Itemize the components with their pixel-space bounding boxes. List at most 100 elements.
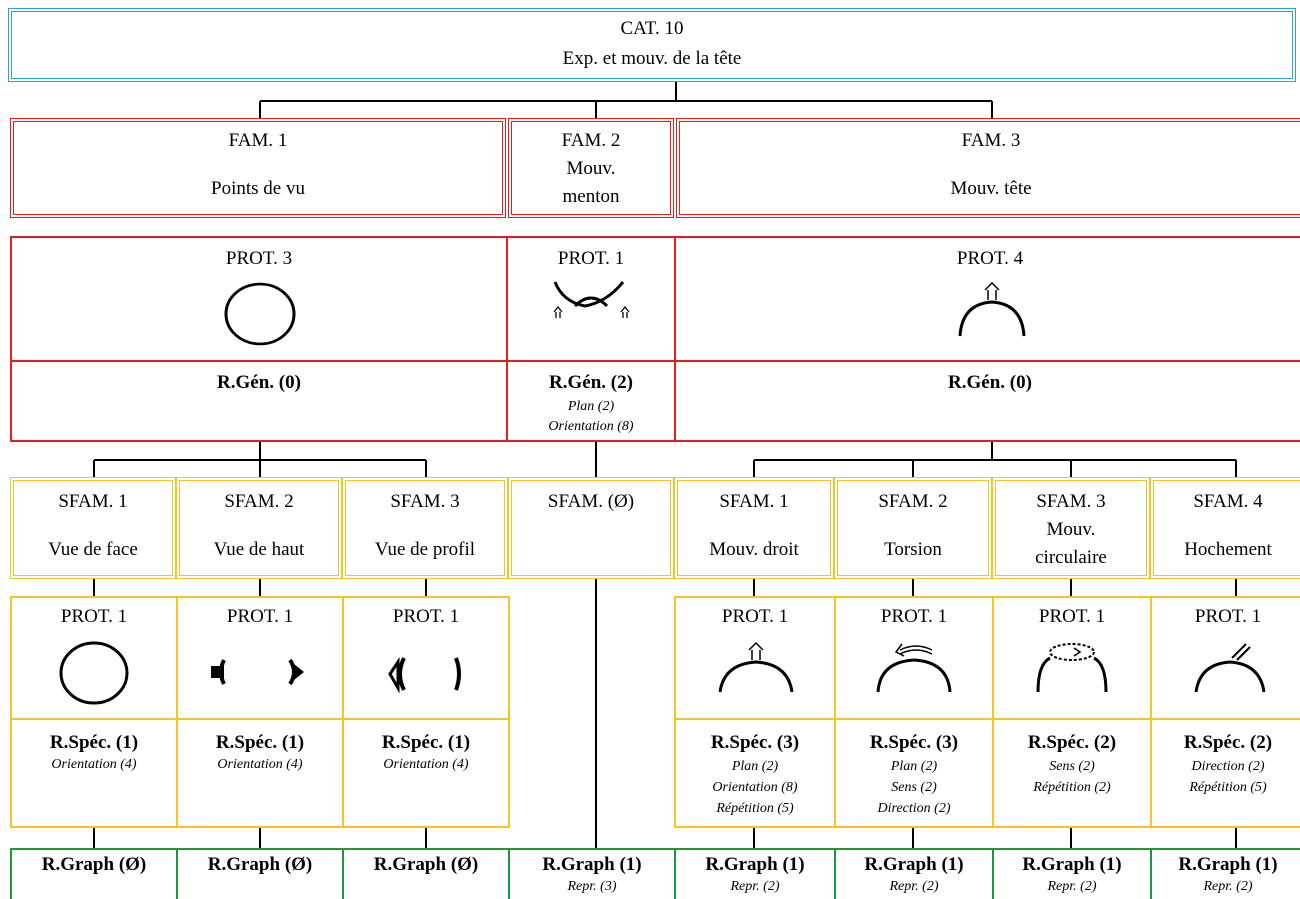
rspec-label: R.Spéc. (2) [1183,732,1273,753]
subfamily-label: SFAM. 3 [390,491,460,512]
arc-circular-icon [1036,643,1108,693]
subfamily-name-line2: circulaire [1035,547,1107,568]
rspec-detail: Répétition (2) [1033,780,1111,795]
subfamily-label: SFAM. 2 [878,491,948,512]
circle-icon [224,282,296,346]
rgraph-label: R.Graph (1) [864,854,964,875]
subfamily-detail-box-1: PROT. 1 R.Spéc. (1) Orientation (4) [10,596,178,828]
rspec-detail: Répétition (5) [1189,780,1267,795]
rgraph-box-6: R.Graph (1) Repr. (2) [834,848,994,899]
family-label: FAM. 3 [961,130,1021,151]
rgraph-label: R.Graph (Ø) [207,854,313,875]
prot-label: PROT. 1 [721,606,789,627]
subfamily-name: Hochement [1184,539,1272,560]
rgraph-box-2: R.Graph (Ø) [176,848,344,899]
subfamily-label: SFAM. 3 [1036,491,1106,512]
repr-label: Repr. (2) [1203,879,1253,894]
rspec-detail: Plan (2) [890,759,938,774]
family-box-2: FAM. 2 Mouv. menton [508,118,674,218]
rgraph-label: R.Graph (1) [1022,854,1122,875]
rgraph-label: R.Graph (1) [1178,854,1278,875]
rgraph-box-4: R.Graph (1) Repr. (3) [508,848,676,899]
prot-label: PROT. 1 [880,606,948,627]
rgraph-label: R.Graph (1) [542,854,642,875]
family-name-line2: menton [562,186,620,207]
rspec-label: R.Spéc. (3) [710,732,800,753]
subfamily-detail-box-7: PROT. 1 R.Spéc. (2) Direction (2) Répéti… [1150,596,1300,828]
subfamily-name: Vue de profil [374,539,476,560]
prot-label: PROT. 1 [557,248,625,269]
subfamily-box-3: SFAM. 3 Vue de profil [342,477,508,579]
subfamily-box-4: SFAM. 1 Mouv. droit [674,477,834,579]
rgraph-box-7: R.Graph (1) Repr. (2) [992,848,1152,899]
rspec-label: R.Spéc. (2) [1027,732,1117,753]
prot-label: PROT. 1 [60,606,128,627]
subfamily-label: SFAM. (Ø) [547,491,635,512]
rgraph-box-8: R.Graph (1) Repr. (2) [1150,848,1300,899]
subfamily-name: Mouv. droit [709,539,799,560]
family-rgen-box-1: R.Gén. (0) [10,360,508,442]
category-box: CAT. 10 Exp. et mouv. de la tête [8,8,1296,82]
subfamily-name: Torsion [884,539,942,560]
arc-twist-arrow-icon [876,643,952,693]
prot-label: PROT. 1 [392,606,460,627]
family-name-line1: Mouv. [566,158,616,179]
family-rgen-box-3: R.Gén. (0) [674,360,1300,442]
rgraph-label: R.Graph (1) [705,854,805,875]
family-label: FAM. 1 [228,130,288,151]
repr-label: Repr. (2) [1047,879,1097,894]
rspec-detail: Orientation (4) [217,757,303,772]
subfamily-label: SFAM. 4 [1193,491,1263,512]
rspec-detail: Orientation (8) [712,780,798,795]
prot-label: PROT. 4 [956,248,1024,269]
subfamily-box-1: SFAM. 1 Vue de face [10,477,176,579]
family-box-1: FAM. 1 Points de vu [10,118,506,218]
prot-label: PROT. 1 [226,606,294,627]
rspec-detail: Orientation (4) [383,757,469,772]
subfamily-box-2: SFAM. 2 Vue de haut [176,477,342,579]
head-arc-arrow-icon [958,281,1026,337]
rgraph-box-1: R.Graph (Ø) [10,848,178,899]
subfamily-detail-box-5: PROT. 1 R.Spéc. (3) Plan (2) Sens (2) Di… [834,596,994,828]
subfamily-box-6: SFAM. 3 Mouv. circulaire [992,477,1150,579]
rgen-label: R.Gén. (2) [549,372,633,393]
top-view-icon [211,658,304,686]
subfamily-name-line1: Mouv. [1046,519,1096,540]
family-rgen-box-2: R.Gén. (2) Plan (2) Orientation (8) [506,360,676,442]
subfamily-label: SFAM. 2 [224,491,294,512]
rgraph-box-5: R.Graph (1) Repr. (2) [674,848,836,899]
chin-arc-icon [553,281,630,318]
rgen-detail: Orientation (8) [548,419,634,434]
prot-label: PROT. 1 [1194,606,1262,627]
family-name: Mouv. tête [950,178,1032,199]
repr-label: Repr. (2) [889,879,939,894]
profile-view-icon [388,657,461,694]
rgraph-box-3: R.Graph (Ø) [342,848,510,899]
rgen-label: R.Gén. (0) [217,372,301,393]
family-name: Points de vu [211,178,305,199]
subfamily-detail-box-2: PROT. 1 R.Spéc. (1) Orientation (4) [176,596,344,828]
subfamily-name: Vue de haut [213,539,305,560]
rspec-detail: Direction (2) [877,801,951,816]
circle-icon [59,641,129,705]
arc-nod-icon [1194,643,1266,693]
category-code: CAT. 10 [620,18,684,39]
rspec-detail: Direction (2) [1191,759,1265,774]
category-title: Exp. et mouv. de la tête [562,48,742,69]
family-box-3: FAM. 3 Mouv. tête [676,118,1300,218]
rspec-detail: Sens (2) [891,780,937,795]
rspec-detail: Sens (2) [1049,759,1095,774]
subfamily-box-7: SFAM. 4 Hochement [1150,477,1300,579]
arc-up-arrow-icon [718,641,794,693]
rspec-label: R.Spéc. (3) [869,732,959,753]
rgraph-label: R.Graph (Ø) [41,854,147,875]
repr-label: Repr. (2) [730,879,780,894]
subfamily-box-empty: SFAM. (Ø) [508,477,674,579]
prot-label: PROT. 3 [225,248,293,269]
rspec-detail: Orientation (4) [51,757,137,772]
rspec-detail: Plan (2) [731,759,779,774]
rspec-label: R.Spéc. (1) [215,732,305,753]
subfamily-label: SFAM. 1 [719,491,789,512]
